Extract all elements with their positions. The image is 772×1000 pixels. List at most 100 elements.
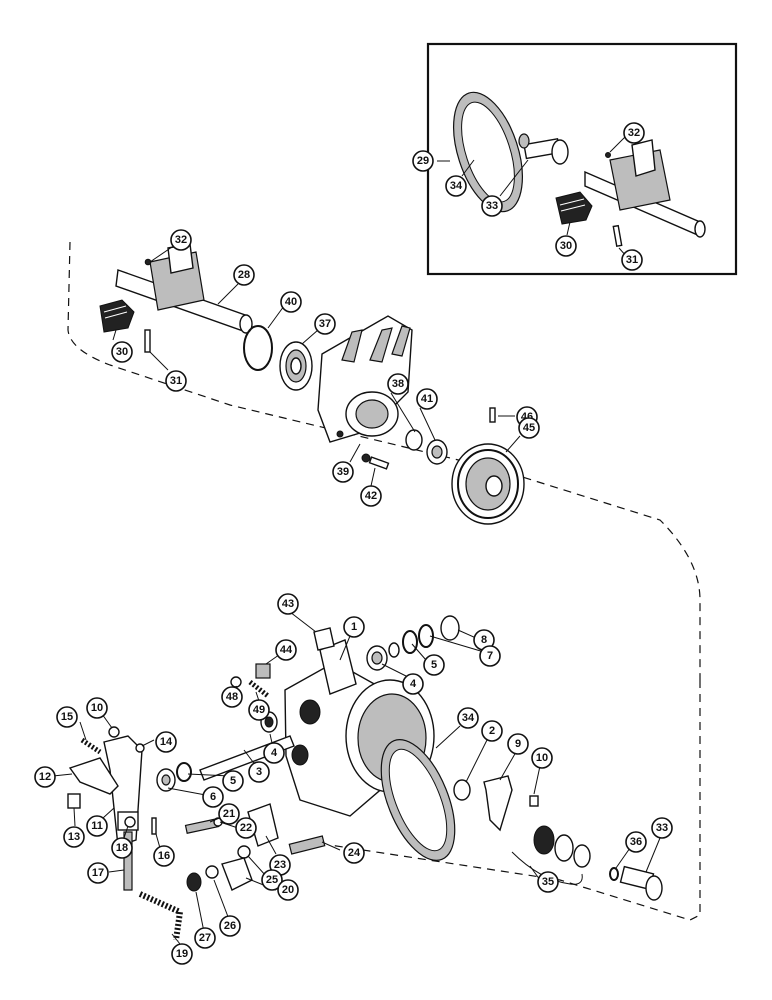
callout: 44	[275, 639, 297, 661]
callout: 42	[360, 485, 382, 507]
svg-text:6: 6	[210, 791, 216, 803]
callout: 4	[402, 673, 424, 695]
callout: 1	[343, 616, 365, 638]
callout: 22	[235, 817, 257, 839]
callout: 40	[280, 291, 302, 313]
svg-text:20: 20	[282, 884, 294, 896]
lower-group-outline	[329, 680, 701, 921]
svg-text:3: 3	[256, 766, 262, 778]
callout: 11	[86, 815, 108, 837]
svg-text:44: 44	[280, 644, 293, 656]
svg-text:10: 10	[91, 702, 103, 714]
callout: 30	[111, 341, 133, 363]
svg-text:28: 28	[238, 269, 250, 281]
svg-text:33: 33	[656, 822, 668, 834]
callout: 30	[555, 235, 577, 257]
callout: 20	[277, 879, 299, 901]
svg-text:4: 4	[410, 678, 417, 690]
svg-text:21: 21	[223, 808, 235, 820]
callout: 15	[56, 706, 78, 728]
callout: 10	[531, 747, 553, 769]
pin-inset	[612, 224, 623, 248]
svg-text:34: 34	[462, 712, 475, 724]
svg-text:9: 9	[515, 738, 521, 750]
svg-text:32: 32	[628, 127, 640, 139]
svg-text:45: 45	[523, 422, 535, 434]
svg-text:4: 4	[271, 747, 278, 759]
callout: 45	[518, 417, 540, 439]
cross-shaft-inset	[584, 139, 706, 238]
svg-text:2: 2	[489, 725, 495, 737]
svg-text:34: 34	[450, 180, 463, 192]
callout: 31	[165, 370, 187, 392]
callout: 5	[222, 770, 244, 792]
callout: 17	[87, 862, 109, 884]
svg-text:29: 29	[417, 155, 429, 167]
svg-text:43: 43	[282, 598, 294, 610]
svg-text:10: 10	[536, 752, 548, 764]
callout: 37	[314, 313, 336, 335]
inset-detail-box	[426, 42, 738, 276]
svg-text:15: 15	[61, 711, 73, 723]
svg-text:32: 32	[175, 234, 187, 246]
callout: 43	[277, 593, 299, 615]
svg-text:30: 30	[116, 346, 128, 358]
callout: 32	[170, 229, 192, 251]
callout: 25	[261, 869, 283, 891]
svg-text:17: 17	[92, 867, 104, 879]
svg-text:18: 18	[116, 842, 128, 854]
cam-block-inset	[555, 191, 593, 225]
svg-text:8: 8	[481, 634, 487, 646]
callout: 26	[219, 915, 241, 937]
svg-text:5: 5	[230, 775, 236, 787]
svg-text:26: 26	[224, 920, 236, 932]
svg-text:42: 42	[365, 490, 377, 502]
callout: 27	[194, 927, 216, 949]
callout: 34	[445, 175, 467, 197]
svg-text:40: 40	[285, 296, 297, 308]
lower-assembly	[52, 611, 663, 945]
svg-text:39: 39	[337, 466, 349, 478]
svg-text:16: 16	[158, 850, 170, 862]
svg-text:33: 33	[486, 200, 498, 212]
callout: 32	[623, 122, 645, 144]
svg-text:24: 24	[348, 847, 361, 859]
callout: 41	[416, 388, 438, 410]
callout-labels: 29 34 33 32 30 31 32 28 40 37 30 31 38 4…	[34, 122, 673, 965]
callout: 29	[412, 150, 434, 172]
svg-text:31: 31	[170, 375, 182, 387]
callout: 48	[221, 686, 243, 708]
callout: 19	[171, 943, 193, 965]
stub-shaft-inset	[518, 133, 569, 165]
svg-text:19: 19	[176, 948, 188, 960]
callout: 33	[481, 195, 503, 217]
svg-text:49: 49	[253, 704, 265, 716]
callout: 18	[111, 837, 133, 859]
svg-text:23: 23	[274, 859, 286, 871]
callout: 38	[387, 373, 409, 395]
callout: 28	[233, 264, 255, 286]
svg-text:27: 27	[199, 932, 211, 944]
svg-text:35: 35	[542, 876, 554, 888]
callout: 31	[621, 249, 643, 271]
callout: 35	[537, 871, 559, 893]
svg-text:36: 36	[630, 836, 642, 848]
callout: 5	[423, 654, 445, 676]
callout: 12	[34, 766, 56, 788]
svg-text:11: 11	[91, 820, 103, 832]
callout: 2	[481, 720, 503, 742]
callout: 10	[86, 697, 108, 719]
callout: 13	[63, 826, 85, 848]
svg-text:22: 22	[240, 822, 252, 834]
svg-text:7: 7	[487, 650, 493, 662]
svg-text:5: 5	[431, 659, 437, 671]
callout: 33	[651, 817, 673, 839]
upper-group-outline	[67, 241, 701, 680]
callout: 21	[218, 803, 240, 825]
upper-assembly	[99, 243, 525, 525]
callout: 16	[153, 845, 175, 867]
gasket-inset	[453, 91, 523, 213]
callout: 36	[625, 831, 647, 853]
callout: 49	[248, 699, 270, 721]
svg-text:30: 30	[560, 240, 572, 252]
